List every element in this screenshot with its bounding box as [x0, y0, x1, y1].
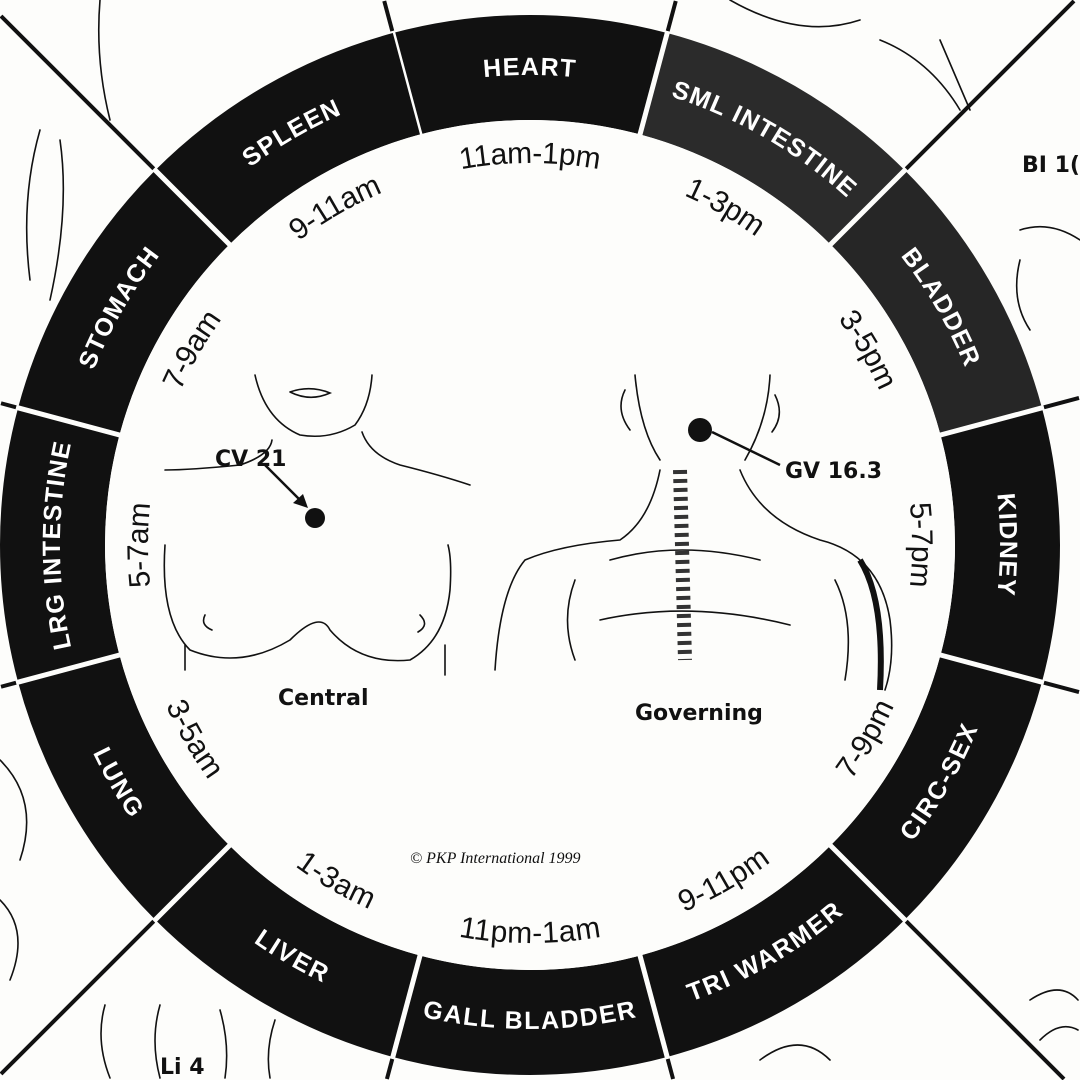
panel-divider-line [665, 1058, 676, 1080]
panel-divider-line [382, 0, 395, 32]
panel-divider-line [904, 0, 1076, 171]
inner-dial [105, 120, 955, 970]
segment-tri-warmer [639, 845, 905, 1057]
segment-circ-sex [830, 654, 1042, 920]
segment-divider [15, 652, 123, 686]
outer-panel-label-li: Li 4 [160, 1055, 205, 1080]
central-caption: Central [278, 686, 368, 711]
organ-label-heart: HEART [482, 53, 578, 83]
copyright-notice: © PKP International 1999 [410, 850, 581, 867]
gv16-pointer-line [711, 430, 781, 467]
governing-figure [494, 374, 893, 691]
segment-liver [155, 845, 421, 1057]
segment-divider [637, 30, 671, 138]
segment-kidney [940, 407, 1060, 683]
panel-divider-line [904, 919, 1066, 1080]
panel-divider-line [0, 14, 156, 171]
segment-lrg-intestine [0, 407, 120, 683]
segment-sml-intestine [639, 33, 905, 245]
time-label-lrg-intestine: 5-7am [122, 501, 157, 589]
panel-divider-line [1043, 680, 1080, 695]
segment-lung [18, 654, 230, 920]
segment-gall-bladder [392, 955, 668, 1075]
time-label-gall-bladder: 11pm-1am [457, 911, 602, 950]
segment-divider [15, 404, 123, 438]
panel-divider-line [0, 401, 17, 410]
panel-divider-line [665, 0, 678, 32]
gv16-point-marker [688, 418, 712, 442]
segment-divider [637, 952, 671, 1060]
governing-caption: Governing [635, 701, 763, 726]
outer-panel-label-bl: BI 1( [1022, 153, 1080, 178]
panel-divider-line [384, 1058, 395, 1080]
panel-divider-line [0, 919, 156, 1076]
segment-divider [152, 842, 233, 923]
segment-bladder [830, 170, 1042, 436]
segment-spleen [155, 33, 421, 245]
segment-divider [152, 167, 233, 248]
segment-divider [827, 167, 908, 248]
time-label-kidney: 5-7pm [903, 501, 938, 589]
segment-divider [827, 842, 908, 923]
segment-divider [937, 404, 1045, 438]
segment-heart [392, 14, 668, 135]
time-label-heart: 11am-1pm [457, 137, 603, 176]
segment-divider [937, 652, 1045, 686]
segment-divider [389, 952, 423, 1060]
segment-stomach [18, 170, 230, 436]
organ-label-kidney: KIDNEY [992, 492, 1023, 598]
central-figure [163, 374, 471, 676]
panel-divider-line [0, 680, 17, 689]
gv16-label: GV 16.3 [785, 459, 882, 484]
cv21-label: CV 21 [215, 447, 286, 472]
cv21-point-marker [305, 508, 325, 528]
panel-divider-line [1043, 395, 1080, 410]
